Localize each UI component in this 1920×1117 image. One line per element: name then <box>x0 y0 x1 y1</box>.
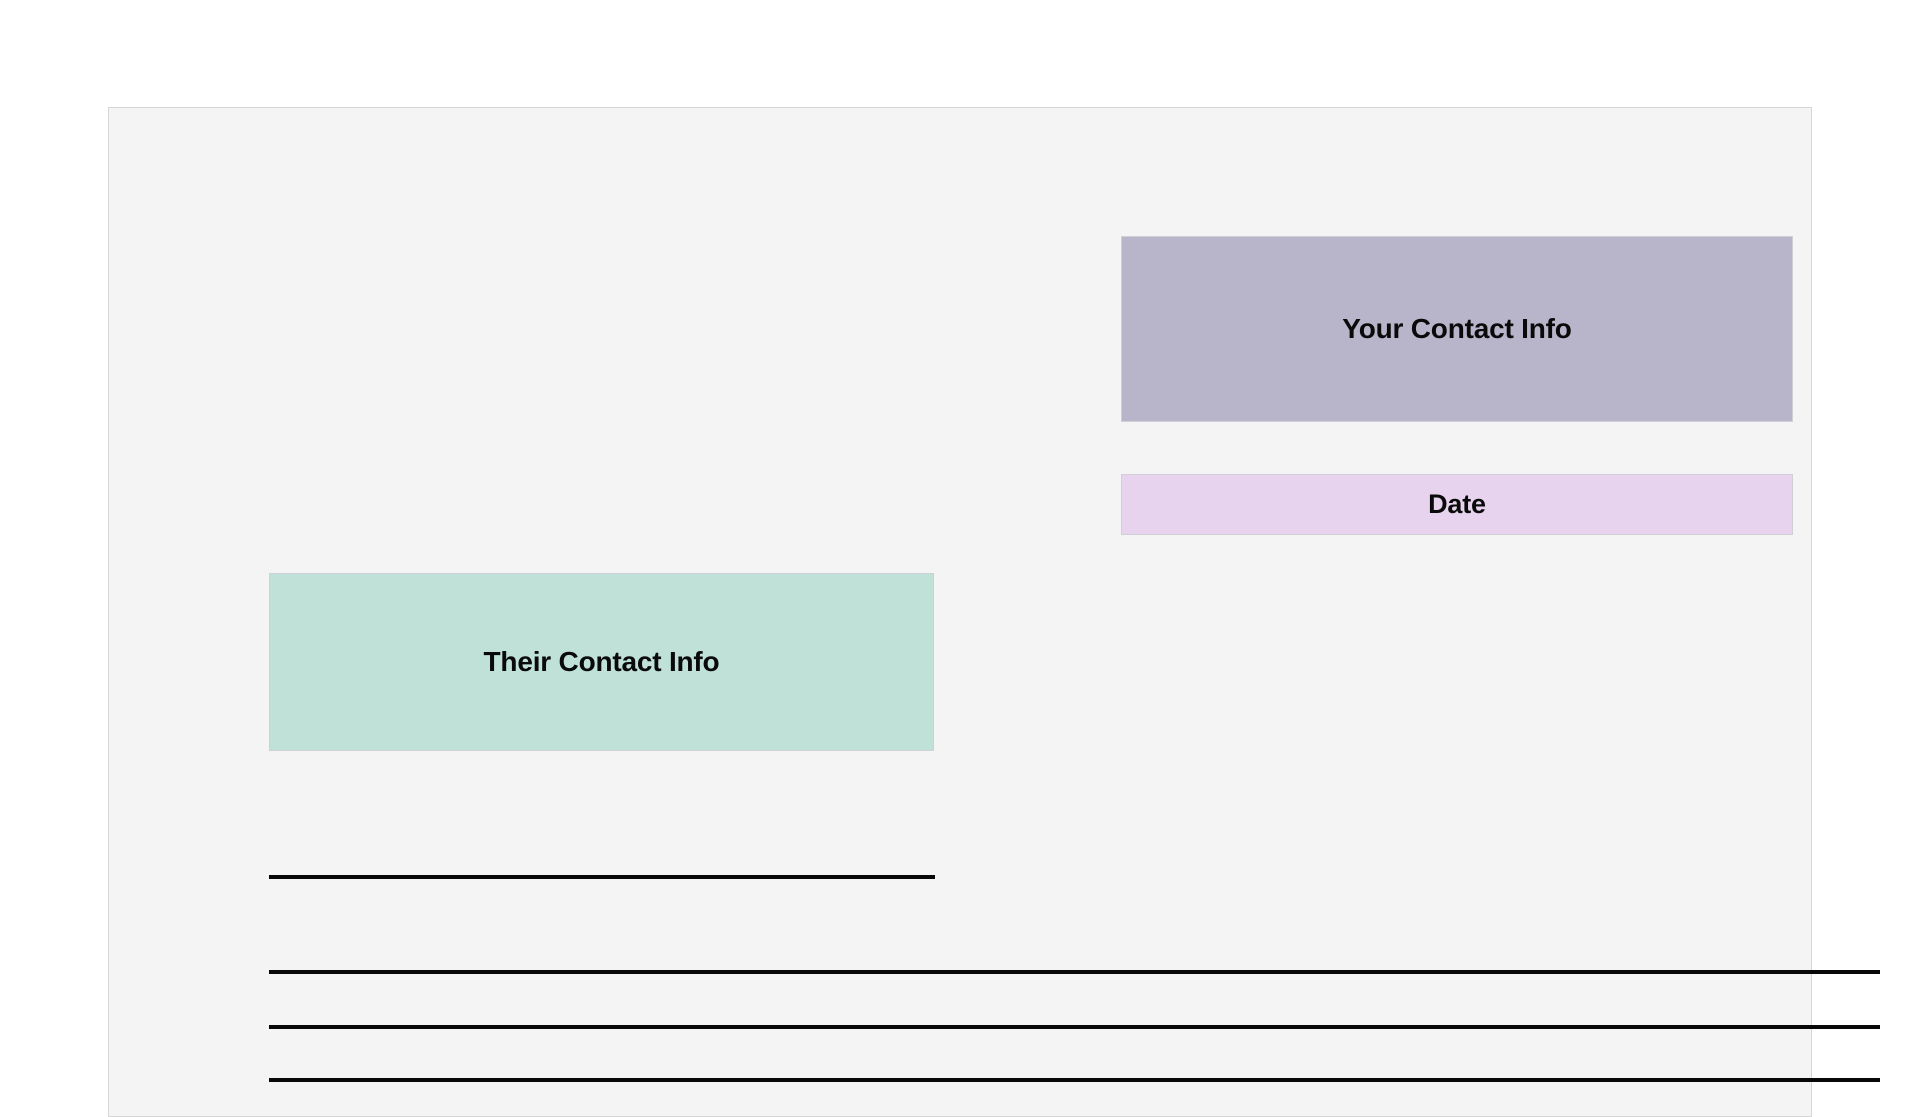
body-rule-line-3[interactable] <box>269 1078 1880 1082</box>
date-field[interactable]: Date <box>1121 474 1793 535</box>
date-label: Date <box>1428 489 1486 519</box>
body-rule-line-1[interactable] <box>269 970 1880 974</box>
body-rule-line-2[interactable] <box>269 1025 1880 1029</box>
salutation-rule-line[interactable] <box>269 875 935 879</box>
your-contact-info-field[interactable]: Your Contact Info <box>1121 236 1793 422</box>
their-contact-info-field[interactable]: Their Contact Info <box>269 573 934 751</box>
their-contact-info-label: Their Contact Info <box>483 646 720 677</box>
letter-document-page: Your Contact Info Date Their Contact Inf… <box>108 107 1880 1117</box>
your-contact-info-label: Your Contact Info <box>1342 313 1572 344</box>
